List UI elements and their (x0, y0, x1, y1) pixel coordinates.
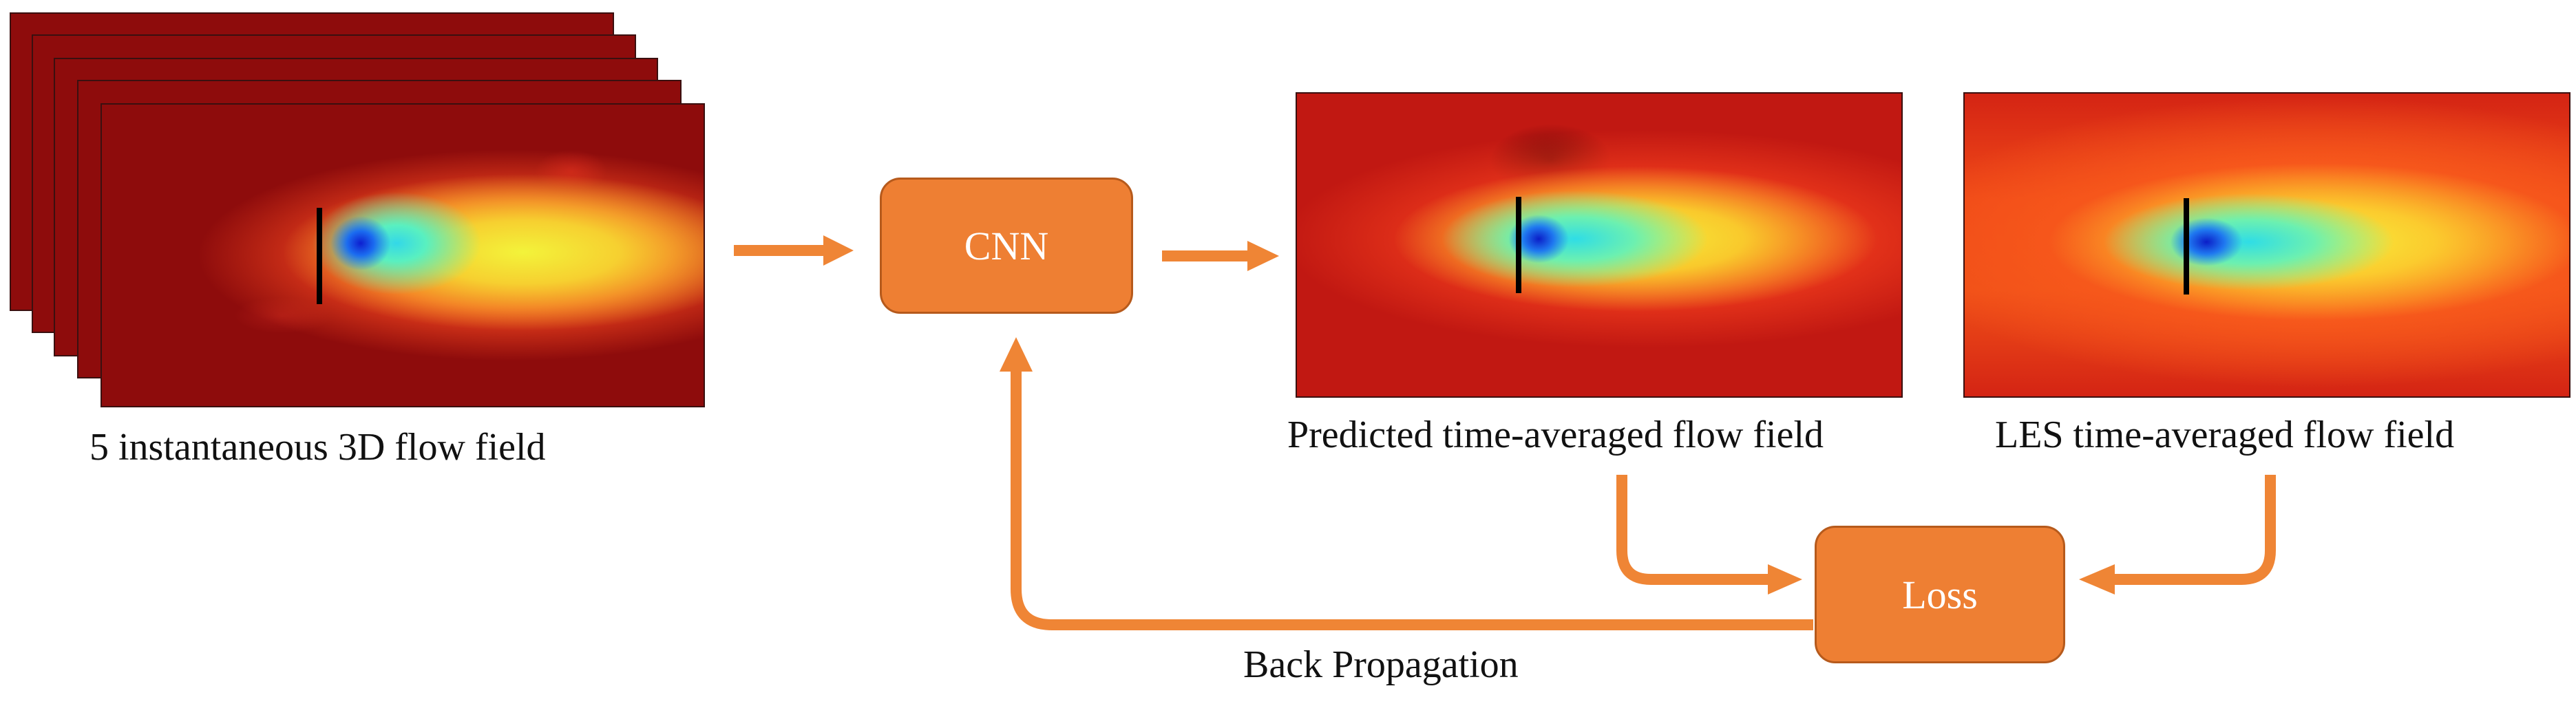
les-field-label: LES time-averaged flow field (1995, 414, 2455, 456)
cnn-box-label: CNN (964, 223, 1049, 268)
arrow-back-propagation (1011, 369, 1813, 630)
loss-box: Loss (1815, 526, 2065, 663)
input-stack-label: 5 instantaneous 3D flow field (89, 426, 546, 469)
turbine-disk-marker (1516, 197, 1521, 293)
arrow-predicted-to-loss (1616, 475, 1771, 585)
les-flow-field (1963, 92, 2570, 398)
turbine-disk-marker (2184, 198, 2189, 295)
arrowhead-predicted-in (1247, 241, 1279, 271)
arrowhead-loss-right-in (2079, 564, 2115, 595)
predicted-flow-field (1296, 92, 1903, 398)
back-propagation-label: Back Propagation (1243, 643, 1519, 686)
snapshot-5 (101, 103, 705, 407)
arrowhead-cnn-up (1000, 337, 1033, 372)
arrowhead-cnn-in (823, 235, 854, 266)
turbine-disk-marker (317, 208, 322, 304)
loss-box-label: Loss (1902, 572, 1978, 617)
arrow-les-to-loss (2112, 475, 2276, 585)
cnn-box: CNN (880, 178, 1133, 314)
predicted-field-label: Predicted time-averaged flow field (1287, 414, 1824, 456)
arrowhead-loss-left-in (1768, 564, 1802, 595)
